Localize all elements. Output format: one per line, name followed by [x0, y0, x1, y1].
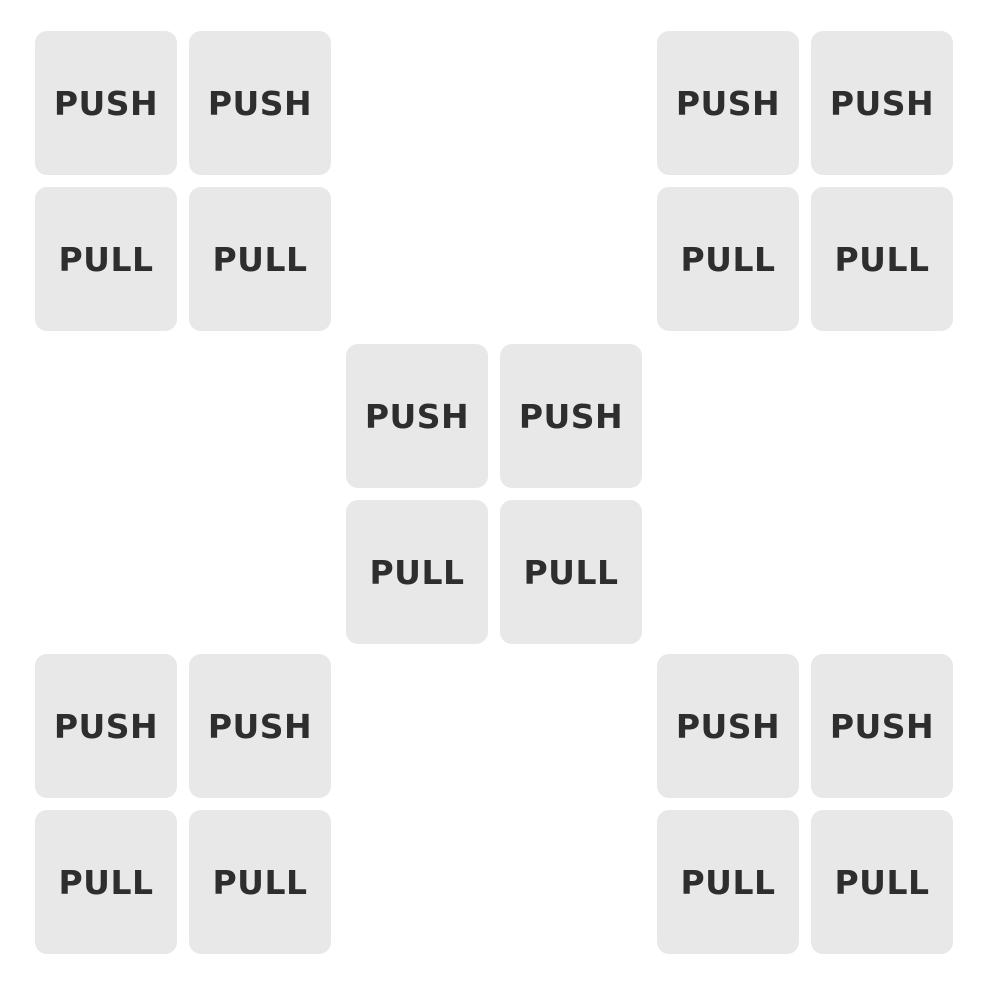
pull-sign: PULL: [657, 187, 799, 331]
push-sign: PUSH: [346, 344, 488, 488]
sign-set-top-right: PUSH PUSH PULL PULL: [657, 31, 953, 331]
pull-sign: PULL: [346, 500, 488, 644]
pull-sign: PULL: [189, 810, 331, 954]
push-sign: PUSH: [657, 654, 799, 798]
pull-sign: PULL: [35, 187, 177, 331]
push-sign: PUSH: [811, 654, 953, 798]
pull-sign: PULL: [811, 187, 953, 331]
sign-set-bottom-left: PUSH PUSH PULL PULL: [35, 654, 331, 954]
pull-sign: PULL: [811, 810, 953, 954]
pull-sign: PULL: [35, 810, 177, 954]
pull-label: PULL: [212, 862, 308, 902]
push-label: PUSH: [53, 83, 159, 123]
pull-label: PULL: [834, 239, 930, 279]
sign-set-top-left: PUSH PUSH PULL PULL: [35, 31, 331, 331]
pull-sign: PULL: [500, 500, 642, 644]
push-label: PUSH: [675, 83, 781, 123]
pull-label: PULL: [834, 862, 930, 902]
push-sign: PUSH: [811, 31, 953, 175]
push-sign: PUSH: [189, 31, 331, 175]
push-label: PUSH: [675, 706, 781, 746]
sign-set-bottom-right: PUSH PUSH PULL PULL: [657, 654, 953, 954]
pull-label: PULL: [58, 239, 154, 279]
pull-sign: PULL: [189, 187, 331, 331]
push-label: PUSH: [518, 396, 624, 436]
pull-label: PULL: [680, 862, 776, 902]
push-sign: PUSH: [35, 654, 177, 798]
sign-set-center: PUSH PUSH PULL PULL: [346, 344, 642, 644]
pull-sign: PULL: [657, 810, 799, 954]
push-label: PUSH: [829, 706, 935, 746]
push-sign: PUSH: [35, 31, 177, 175]
pull-label: PULL: [58, 862, 154, 902]
pull-label: PULL: [369, 552, 465, 592]
push-label: PUSH: [53, 706, 159, 746]
push-label: PUSH: [829, 83, 935, 123]
pull-label: PULL: [523, 552, 619, 592]
push-sign: PUSH: [500, 344, 642, 488]
push-label: PUSH: [364, 396, 470, 436]
push-label: PUSH: [207, 706, 313, 746]
pull-label: PULL: [212, 239, 308, 279]
pull-label: PULL: [680, 239, 776, 279]
push-label: PUSH: [207, 83, 313, 123]
push-sign: PUSH: [657, 31, 799, 175]
push-sign: PUSH: [189, 654, 331, 798]
